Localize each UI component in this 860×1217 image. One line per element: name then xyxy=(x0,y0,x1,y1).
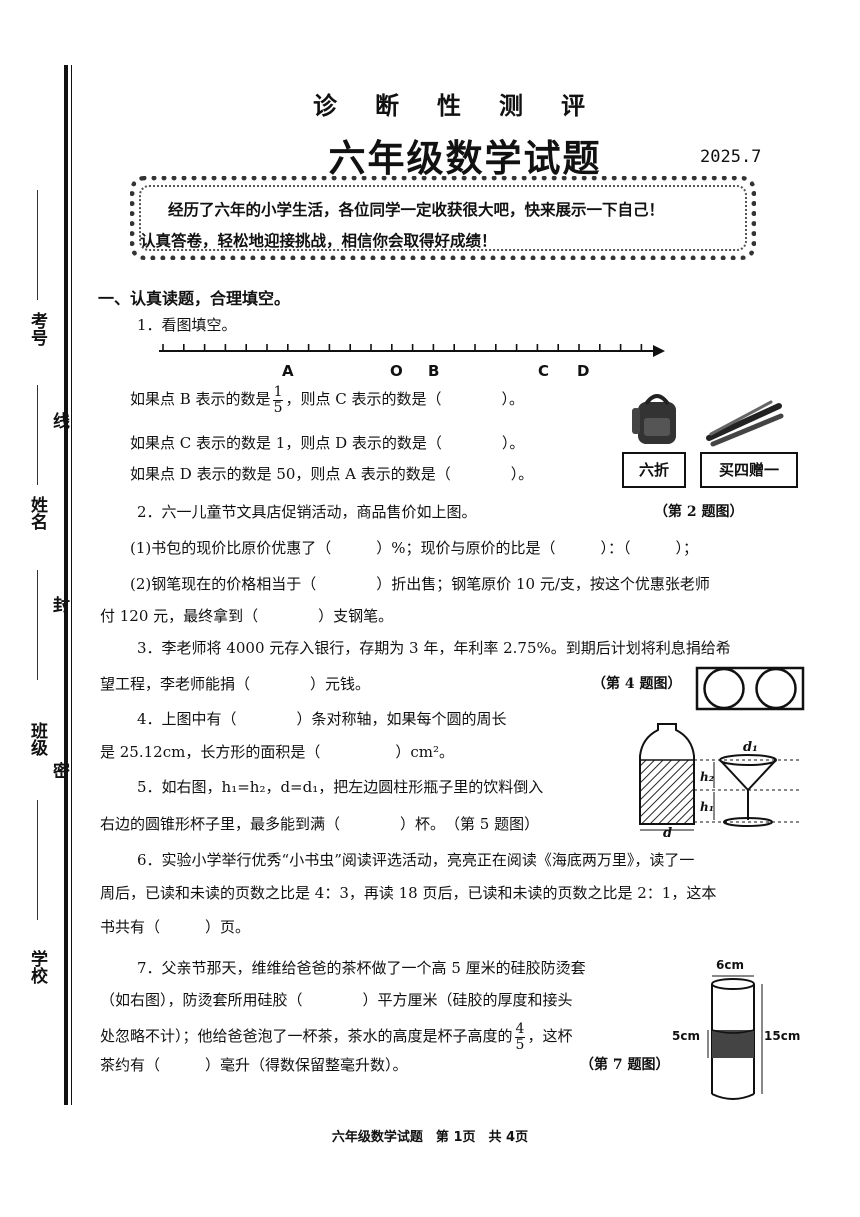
q4-line-1: 4．上图中有（ ）条对称轴，如果每个圆的周长 xyxy=(137,710,507,728)
name-label: 姓名 xyxy=(27,496,47,530)
q7-figure-label: （第 7 题图） xyxy=(580,1057,670,1073)
cup-with-sleeve-figure xyxy=(707,975,763,1100)
point-c-label: C xyxy=(538,362,550,380)
q4-line-2: 是 25.12cm，长方形的面积是（ ）cm²。 xyxy=(100,743,454,761)
point-d-label: D xyxy=(577,362,590,380)
q6-line-1: 6．实验小学举行优秀“小书虫”阅读评选活动，亮亮正在阅读《海底两万里》，读了一 xyxy=(137,851,695,869)
q2-part-1: (1)书包的现价比原价优惠了（ ）%；现价与原价的比是（ ）：（ ）； xyxy=(130,539,699,557)
q5-line-1: 5．如右图，h₁=h₂，d=d₁，把左边圆柱形瓶子里的饮料倒入 xyxy=(137,778,544,796)
point-b-label: B xyxy=(428,362,440,380)
backpack-discount-tag: 六折 xyxy=(622,452,686,488)
pen-promotion-tag: 买四赠一 xyxy=(700,452,798,488)
point-a-label: A xyxy=(282,362,294,380)
bottle-and-cone-cup-figure xyxy=(639,723,802,831)
q6-line-2: 周后，已读和未读的页数之比是 4：3，再读 18 页后，已读和未读的页数之比是 … xyxy=(100,884,717,902)
point-o-label: O xyxy=(390,362,403,380)
circles-in-rectangle-figure xyxy=(695,666,805,711)
pen-icon xyxy=(706,400,784,447)
q1-line-3: 如果点 D 表示的数是 50，则点 A 表示的数是（ ）。 xyxy=(130,465,534,483)
q5-line-2: 右边的圆锥形杯子里，最多能到满（ ）杯。 （第 5 题图） xyxy=(100,815,540,833)
banner-line-1: 经历了六年的小学生活，各位同学一定收获很大吧，快来展示一下自己！ xyxy=(168,201,665,219)
margin-line xyxy=(37,190,38,300)
q2-part-3: 付 120 元，最终拿到（ ）支钢笔。 xyxy=(100,607,394,625)
q6-line-3: 书共有（ ）页。 xyxy=(100,918,251,936)
binding-rule-thin xyxy=(71,65,72,1105)
school-label: 学校 xyxy=(27,950,47,984)
cone-diameter-label: d₁ xyxy=(743,740,758,755)
backpack-icon xyxy=(632,394,676,444)
margin-line xyxy=(37,800,38,920)
q7-line-2: （如右图），防烫套所用硅胶（ ）平方厘米（硅胶的厚度和接头 xyxy=(100,991,573,1009)
q3-line-2: 望工程，李老师能捐（ ）元钱。 xyxy=(100,675,371,693)
q7-line-1: 7．父亲节那天，维维给爸爸的茶杯做了一个高 5 厘米的硅胶防烫套 xyxy=(137,959,586,977)
cup-diameter-label: 6cm xyxy=(716,958,744,972)
exam-title: 六年级数学试题 xyxy=(328,137,602,180)
exam-subtitle: 诊断性测评 xyxy=(313,91,623,120)
number-line xyxy=(159,344,665,357)
q2-figure-label: （第 2 题图） xyxy=(654,504,744,520)
binding-rule xyxy=(64,65,68,1105)
exam-date: 2025.7 xyxy=(700,147,762,167)
margin-line xyxy=(37,570,38,680)
q2-intro: 2．六一儿童节文具店促销活动，商品售价如上图。 xyxy=(137,503,477,521)
margin-line xyxy=(37,385,38,485)
q2-part-2: (2)钢笔现在的价格相当于（ ）折出售；钢笔原价 10 元/支，按这个优惠张老师 xyxy=(130,575,710,593)
page-footer: 六年级数学试题 第 1页 共 4页 xyxy=(331,1130,529,1145)
exam-number-label: 考号 xyxy=(27,312,47,346)
height-h1-label: h₁ xyxy=(700,800,714,814)
q3-line-1: 3．李老师将 4000 元存入银行，存期为 3 年，年利率 2.75%。到期后计… xyxy=(137,639,731,657)
bottle-diameter-label: d xyxy=(663,826,673,841)
cup-height-label: 15cm xyxy=(764,1029,801,1043)
height-h2-label: h₂ xyxy=(700,770,714,784)
banner-line-2: 认真答卷，轻松地迎接挑战，相信你会取得好成绩！ xyxy=(140,232,497,250)
q7-line-4: 茶约有（ ）毫升（得数保留整毫升数）。 xyxy=(100,1056,408,1074)
class-label: 班级 xyxy=(27,722,47,756)
section-title: 一、认真读题，合理填空。 xyxy=(98,289,291,308)
q1-intro: 1．看图填空。 xyxy=(137,316,237,334)
q1-line-2: 如果点 C 表示的数是 1，则点 D 表示的数是（ ）。 xyxy=(130,434,525,452)
encouragement-banner xyxy=(130,176,756,260)
q4-figure-label: （第 4 题图） xyxy=(592,676,682,692)
sleeve-height-label: 5cm xyxy=(672,1029,700,1043)
